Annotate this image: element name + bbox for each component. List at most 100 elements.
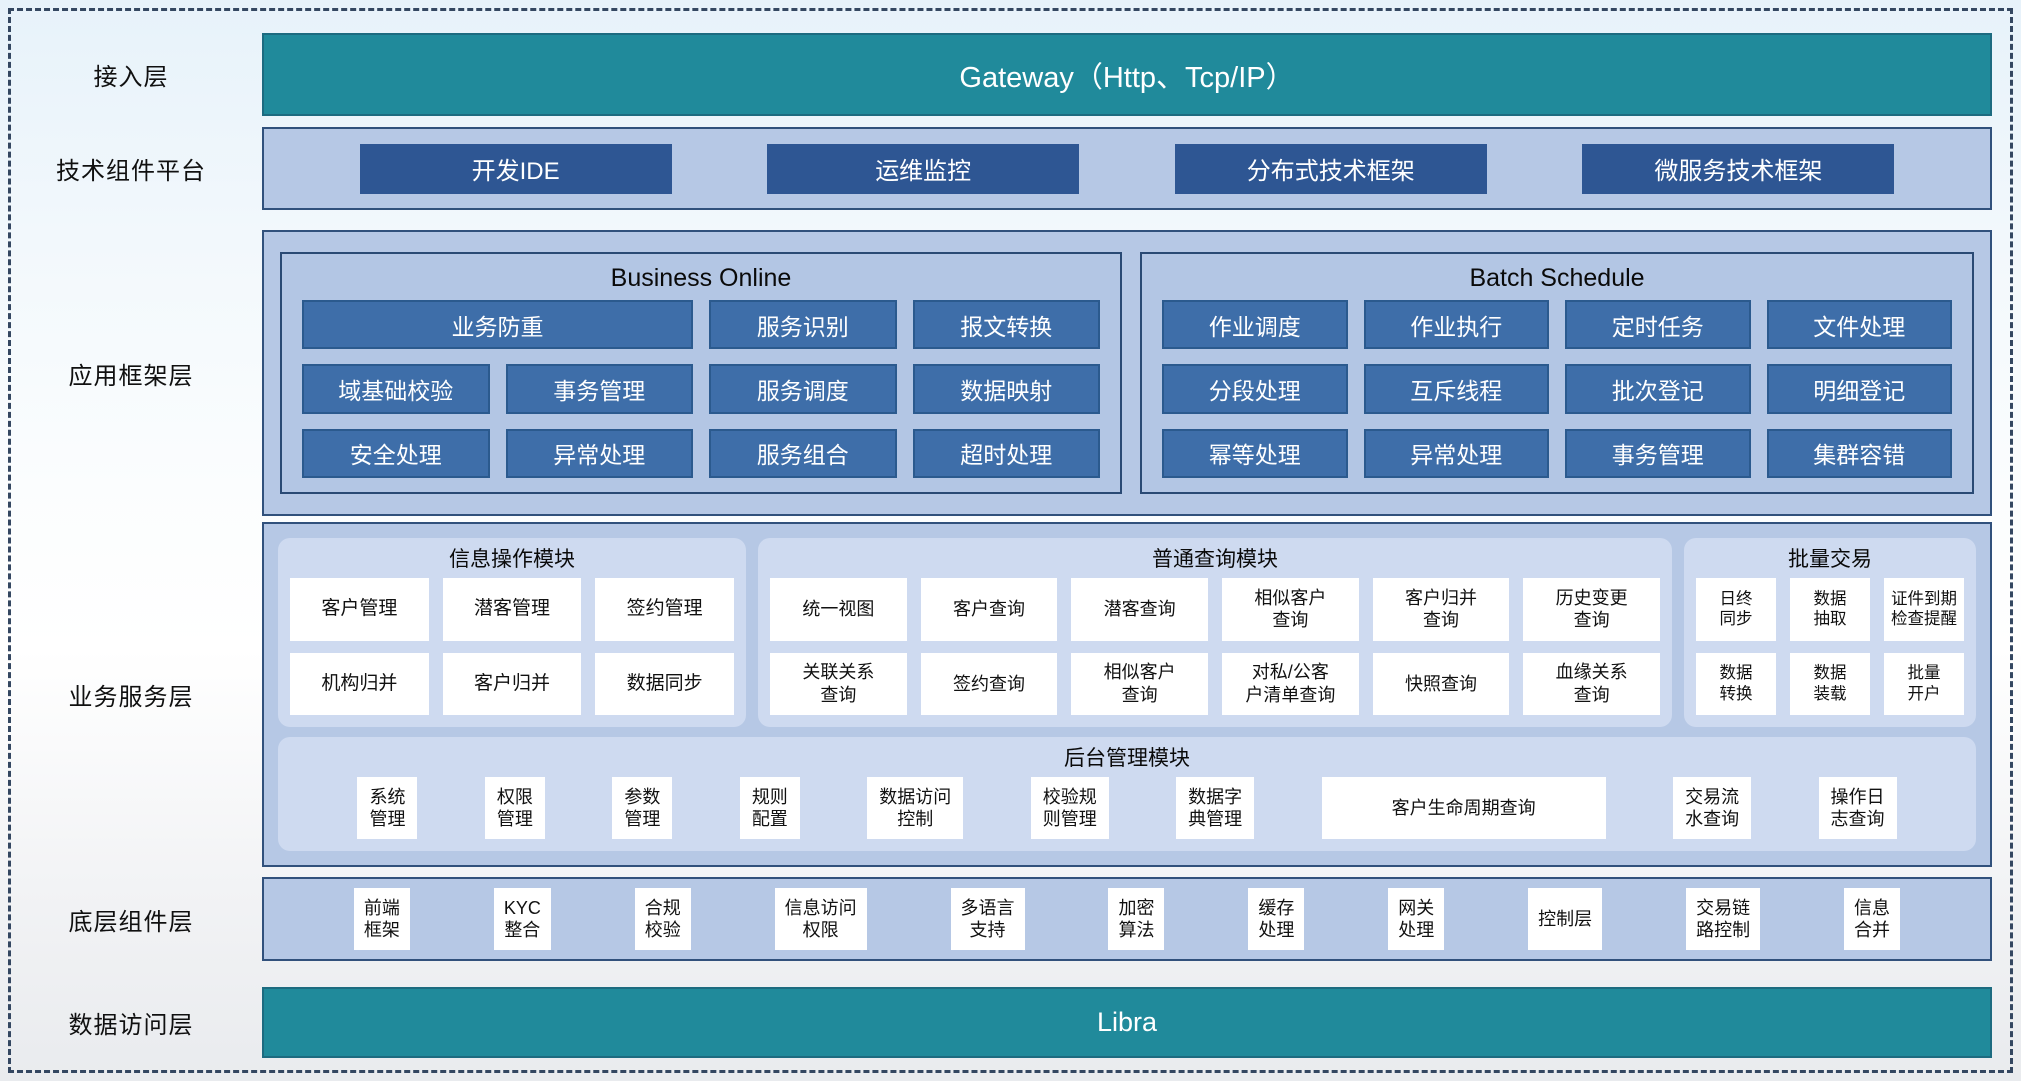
module-box: 幂等处理 (1162, 428, 1348, 478)
base-component-row: 底层组件层 前端 框架 KYC 整合 合规 校验 信息访问 权限 多语言 支持 … (0, 877, 1992, 961)
module-box: 关联关系 查询 (770, 652, 907, 715)
tech-platform-panel: 开发IDE 运维监控 分布式技术框架 微服务技术框架 (262, 127, 1992, 210)
layer-label-access: 接入层 (93, 64, 169, 91)
module-box: 批量 开户 (1884, 652, 1964, 715)
module-box: 客户归并 查询 (1372, 578, 1510, 641)
dashed-border (8, 8, 2013, 1073)
module-box: KYC 整合 (493, 888, 551, 950)
business-service-panel: 信息操作模块 客户管理 潜客管理 签约管理 机构归并 客户归并 数据同步 普通查… (262, 522, 1992, 867)
business-online-grid: 业务防重 服务识别 报文转换 域基础校验 事务管理 服务调度 数据映射 安全处理… (302, 300, 1100, 478)
module-box: 前端 框架 (353, 888, 410, 950)
module-box: 异常处理 (1363, 428, 1549, 478)
admin-module-title: 后台管理模块 (1064, 747, 1190, 770)
tech-component-box: 运维监控 (767, 143, 1080, 194)
module-box: 网关 处理 (1388, 888, 1445, 950)
libra-bar: Libra (262, 987, 1992, 1058)
business-online-panel: Business Online 业务防重 服务识别 报文转换 域基础校验 事务管… (280, 252, 1122, 494)
common-query-grid: 统一视图 客户查询 潜客查询 相似客户 查询 客户归并 查询 历史变更 查询 关… (770, 578, 1660, 715)
module-box: 潜客管理 (442, 578, 582, 641)
module-box: 异常处理 (505, 428, 693, 478)
info-operation-grid: 客户管理 潜客管理 签约管理 机构归并 客户归并 数据同步 (290, 578, 734, 715)
module-box: 数据字 典管理 (1176, 777, 1255, 839)
module-box: 服务组合 (709, 428, 897, 478)
module-box: 参数 管理 (612, 777, 673, 839)
gateway-bar: Gateway（Http、Tcp/IP） (262, 33, 1992, 116)
business-online-title: Business Online (610, 264, 792, 292)
batch-schedule-title: Batch Schedule (1469, 264, 1645, 292)
module-box: 缓存 处理 (1248, 888, 1305, 950)
batch-schedule-panel: Batch Schedule 作业调度 作业执行 定时任务 文件处理 分段处理 … (1140, 252, 1974, 494)
layer-label-business-service: 业务服务层 (68, 684, 194, 711)
module-box: 安全处理 (302, 428, 490, 478)
module-box: 客户归并 (442, 652, 582, 715)
module-box: 快照查询 (1372, 652, 1510, 715)
layer-label-base-component: 底层组件层 (68, 908, 194, 936)
module-box: 报文转换 (912, 300, 1100, 350)
info-operation-panel: 信息操作模块 客户管理 潜客管理 签约管理 机构归并 客户归并 数据同步 (278, 538, 746, 727)
module-box: 客户生命周期查询 (1321, 777, 1606, 839)
module-box: 信息 合并 (1843, 888, 1900, 950)
module-box: 控制层 (1528, 888, 1603, 950)
module-box: 批次登记 (1565, 364, 1751, 414)
module-box: 加密 算法 (1108, 888, 1165, 950)
tech-component-box: 分布式技术框架 (1174, 143, 1487, 194)
module-box: 客户查询 (920, 578, 1058, 641)
module-box: 服务调度 (709, 364, 897, 414)
business-service-row: 业务服务层 信息操作模块 客户管理 潜客管理 签约管理 机构归并 客户归并 数据… (0, 522, 1992, 867)
module-box: 历史变更 查询 (1523, 578, 1660, 641)
batch-trade-panel: 批量交易 日终 同步 数据 抽取 证件到期 检查提醒 数据 转换 数据 装载 批… (1684, 538, 1976, 727)
module-box: 潜客查询 (1071, 578, 1208, 641)
module-box: 数据映射 (912, 364, 1100, 414)
batch-trade-title: 批量交易 (1788, 548, 1872, 571)
common-query-panel: 普通查询模块 统一视图 客户查询 潜客查询 相似客户 查询 客户归并 查询 历史… (758, 538, 1672, 727)
layer-label-app-framework: 应用框架层 (68, 362, 194, 390)
module-box: 业务防重 (302, 300, 693, 350)
module-box: 数据 装载 (1790, 652, 1870, 715)
tech-component-box: 微服务技术框架 (1582, 143, 1895, 194)
module-box: 客户管理 (290, 578, 429, 641)
module-box: 操作日 志查询 (1818, 777, 1897, 839)
module-box: 事务管理 (505, 364, 693, 414)
module-box: 超时处理 (912, 428, 1100, 478)
module-box: 签约管理 (595, 578, 734, 641)
module-box: 证件到期 检查提醒 (1884, 578, 1964, 641)
batch-trade-grid: 日终 同步 数据 抽取 证件到期 检查提醒 数据 转换 数据 装载 批量 开户 (1696, 578, 1964, 715)
module-box: 集群容错 (1766, 428, 1952, 478)
tech-component-box: 开发IDE (359, 143, 672, 194)
module-box: 统一视图 (770, 578, 907, 641)
tech-platform-row: 技术组件平台 开发IDE 运维监控 分布式技术框架 微服务技术框架 (0, 127, 1992, 210)
business-service-top: 信息操作模块 客户管理 潜客管理 签约管理 机构归并 客户归并 数据同步 普通查… (278, 538, 1976, 727)
module-box: 相似客户 查询 (1071, 652, 1208, 715)
base-component-panel: 前端 框架 KYC 整合 合规 校验 信息访问 权限 多语言 支持 加密 算法 … (262, 877, 1992, 961)
module-box: 事务管理 (1565, 428, 1751, 478)
data-access-row: 数据访问层 Libra (0, 987, 1992, 1058)
info-operation-title: 信息操作模块 (449, 548, 575, 571)
module-box: 数据访问 控制 (867, 777, 964, 839)
access-layer-row: 接入层 Gateway（Http、Tcp/IP） (0, 33, 1992, 116)
module-box: 血缘关系 查询 (1523, 652, 1660, 715)
module-box: 签约查询 (920, 652, 1058, 715)
module-box: 互斥线程 (1363, 364, 1549, 414)
module-box: 日终 同步 (1696, 578, 1776, 641)
module-box: 数据 转换 (1696, 652, 1776, 715)
common-query-title: 普通查询模块 (1152, 548, 1278, 571)
module-box: 分段处理 (1162, 364, 1348, 414)
admin-module-rowlist: 系统 管理 权限 管理 参数 管理 规则 配置 数据访问 控制 校验规 则管理 … (290, 777, 1964, 839)
module-box: 多语言 支持 (950, 888, 1025, 950)
module-box: 服务识别 (709, 300, 897, 350)
app-framework-row: 应用框架层 Business Online 业务防重 服务识别 报文转换 域基础… (0, 230, 1992, 516)
layer-label-tech-platform: 技术组件平台 (56, 158, 206, 185)
module-box: 交易链 路控制 (1686, 888, 1761, 950)
module-box: 机构归并 (290, 652, 429, 715)
module-box: 对私/公客 户清单查询 (1222, 652, 1359, 715)
layer-label-data-access: 数据访问层 (68, 1012, 194, 1039)
module-box: 校验规 则管理 (1030, 777, 1109, 839)
module-box: 交易流 水查询 (1673, 777, 1752, 839)
module-box: 信息访问 权限 (774, 888, 867, 950)
module-box: 合规 校验 (634, 888, 691, 950)
module-box: 定时任务 (1565, 300, 1751, 350)
module-box: 域基础校验 (302, 364, 490, 414)
module-box: 相似客户 查询 (1222, 578, 1359, 641)
admin-module-panel: 后台管理模块 系统 管理 权限 管理 参数 管理 规则 配置 数据访问 控制 校… (278, 737, 1976, 851)
